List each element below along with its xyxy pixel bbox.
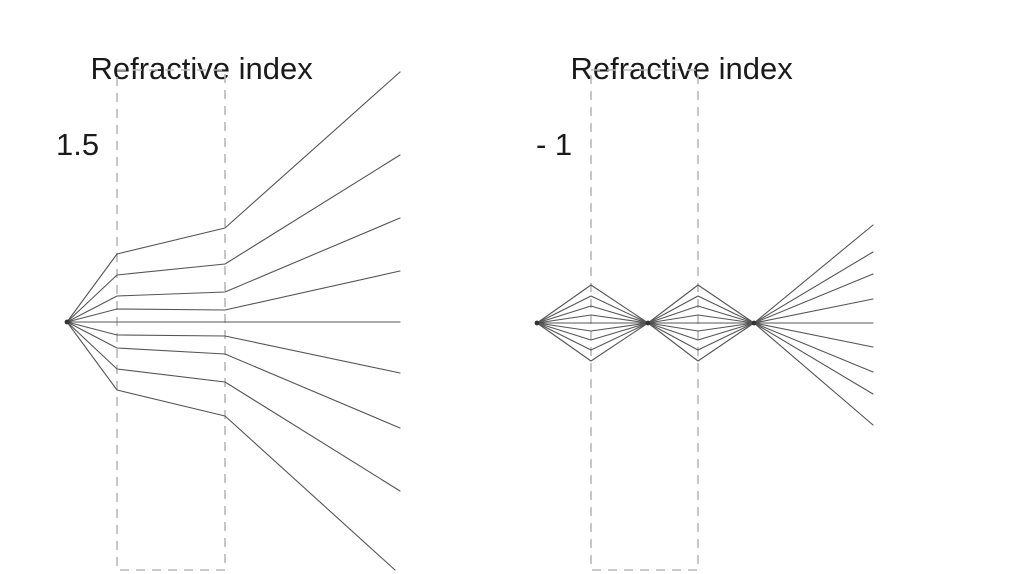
ray-path	[66, 270, 401, 323]
slab-outline-positive-index	[116, 69, 226, 571]
ray-path	[66, 321, 401, 492]
ray-path	[66, 321, 401, 429]
ray-path	[536, 322, 874, 348]
ray-path	[66, 217, 401, 323]
ray-path	[536, 322, 874, 395]
slab-outline-negative-index	[590, 69, 699, 571]
ray-path	[536, 322, 874, 426]
panel-label-negative-index: Refractive index - 1	[536, 12, 793, 240]
internal-focus-point	[645, 320, 651, 326]
ray-path	[536, 298, 874, 324]
focus-points	[64, 319, 757, 326]
slab-outlines	[116, 69, 699, 571]
panel-label-positive-line1: Refractive index	[90, 51, 313, 86]
ray-path	[66, 321, 396, 571]
source-point-negative-index	[534, 320, 540, 326]
panel-label-positive-index: Refractive index 1.5	[56, 12, 313, 240]
source-point-positive-index	[64, 319, 70, 325]
ray-group-negative-index	[536, 224, 874, 426]
ray-path	[536, 322, 874, 373]
panel-label-positive-line2: 1.5	[56, 127, 100, 162]
ray-path	[536, 224, 874, 324]
ray-path	[536, 273, 874, 324]
panel-label-negative-line1: Refractive index	[570, 51, 793, 86]
ray-path	[66, 321, 401, 374]
panel-label-negative-line2: - 1	[536, 127, 573, 162]
exit-focus-point	[751, 320, 757, 326]
ray-path	[66, 71, 401, 323]
ray-path	[536, 251, 874, 324]
ray-group-positive-index	[66, 71, 401, 571]
ray-path	[66, 154, 401, 323]
